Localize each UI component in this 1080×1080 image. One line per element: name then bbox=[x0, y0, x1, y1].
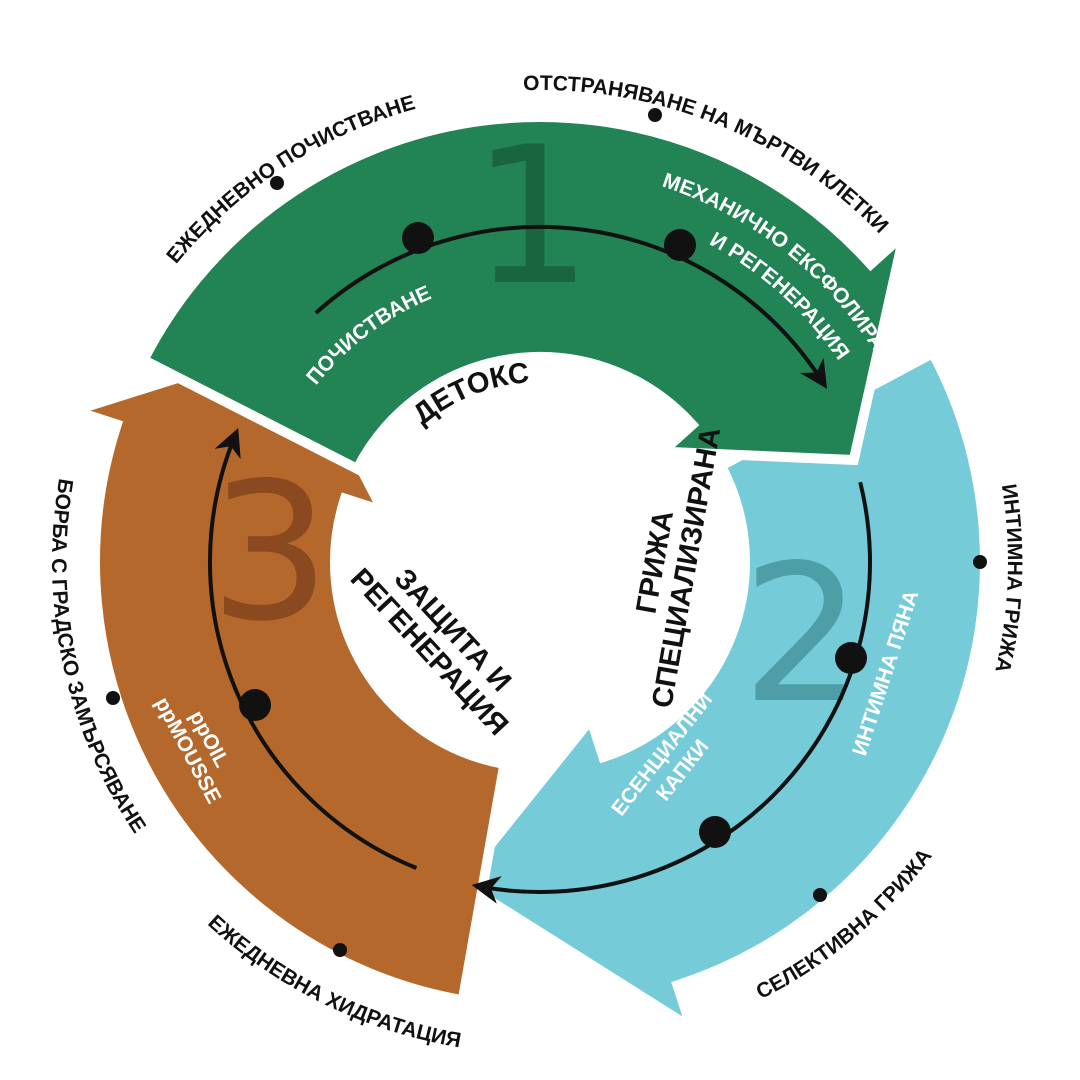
step-dot bbox=[835, 642, 867, 674]
label-intimate-care: ИНТИМНА ГРИЖА bbox=[990, 482, 1026, 674]
stage-3-flow-line bbox=[208, 428, 418, 870]
stage-2-title: ГРИЖА СПЕЦИАЛИЗИРАНА bbox=[630, 425, 727, 711]
outer-label-dot bbox=[270, 176, 284, 190]
stage-2-flow-line bbox=[471, 481, 872, 904]
step-dots bbox=[106, 108, 987, 957]
outer-label-dot bbox=[648, 108, 662, 122]
step-dot bbox=[239, 689, 271, 721]
stage-1-flow-line bbox=[314, 224, 828, 389]
step-dot bbox=[699, 816, 731, 848]
stage-3-number: 3 bbox=[210, 442, 331, 663]
stage-2-number: 2 bbox=[742, 524, 863, 745]
outer-label-dot bbox=[333, 943, 347, 957]
step-dot bbox=[664, 229, 696, 261]
outer-label-dot bbox=[813, 888, 827, 902]
stage-1-number: 1 bbox=[472, 106, 593, 327]
stage-1-arrow bbox=[136, 112, 913, 476]
stage-3-arrow bbox=[57, 335, 511, 1006]
outer-label-dot bbox=[106, 691, 120, 705]
stage-2-arrow bbox=[452, 346, 990, 1040]
outer-label-dot bbox=[973, 555, 987, 569]
step-dot bbox=[402, 222, 434, 254]
